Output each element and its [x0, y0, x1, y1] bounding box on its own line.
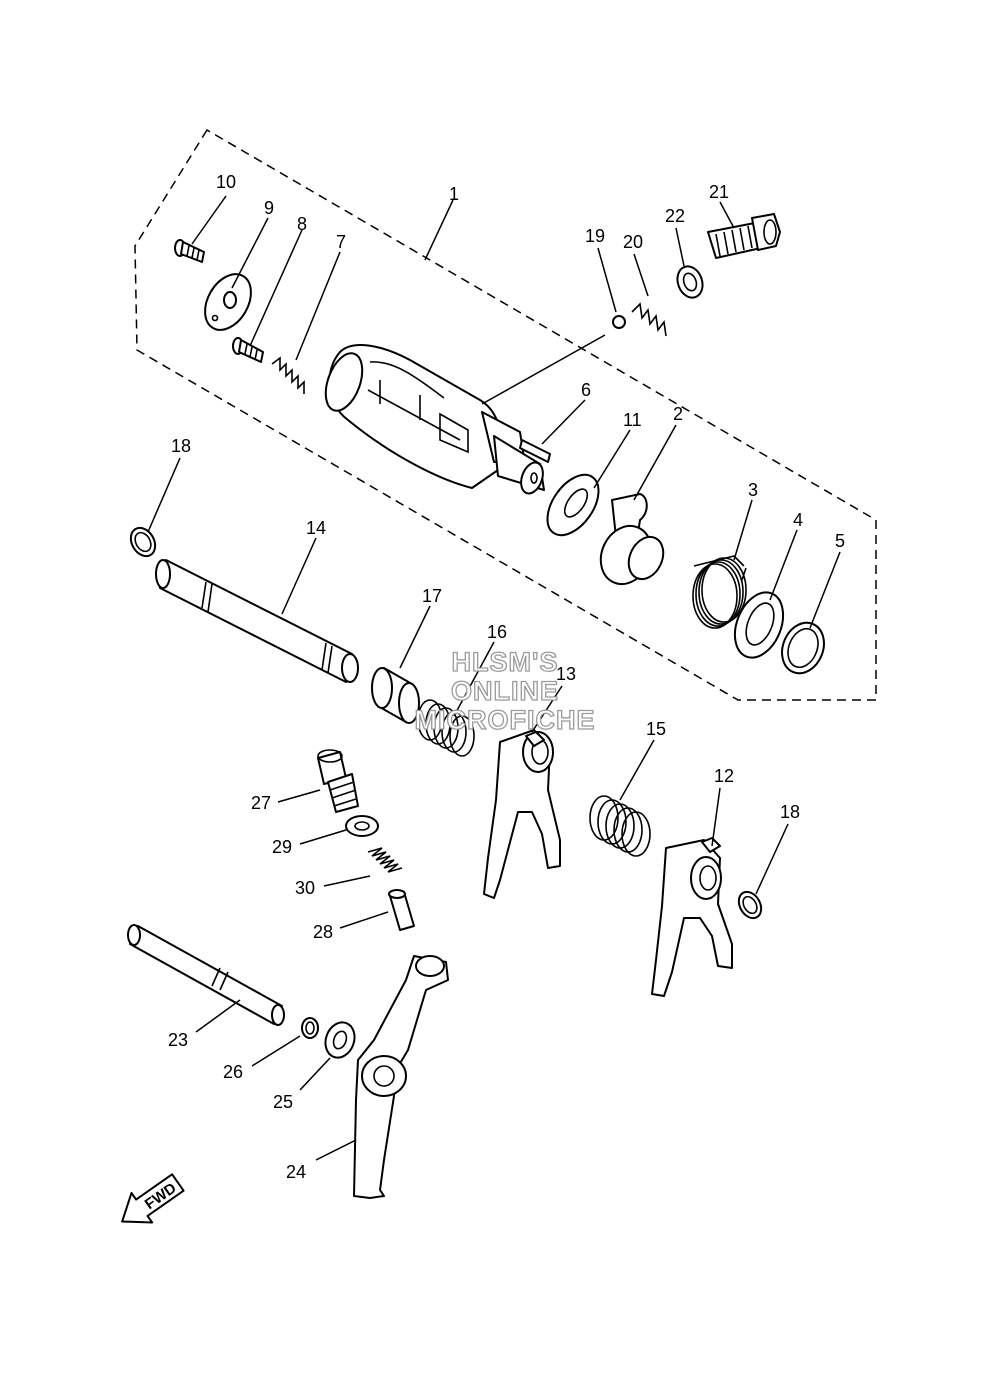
part-8-screw — [232, 337, 264, 363]
part-25-washer — [324, 1021, 356, 1059]
callout-27: 27 — [251, 793, 271, 813]
leader-lines — [147, 195, 841, 1161]
part-28-pin — [388, 889, 415, 931]
part-12-shift-fork — [651, 837, 733, 997]
callout-16: 16 — [487, 622, 507, 642]
callout-1: 1 — [449, 184, 459, 204]
callout-3: 3 — [748, 480, 758, 500]
part-22-washer — [676, 265, 704, 299]
callout-2: 2 — [673, 404, 683, 424]
part-16-spring — [417, 699, 475, 757]
callout-6: 6 — [581, 380, 591, 400]
part-24-shift-fork — [353, 955, 449, 1199]
callout-13: 13 — [556, 664, 576, 684]
part-14-shaft — [155, 559, 359, 683]
callout-15: 15 — [646, 719, 666, 739]
callout-29: 29 — [272, 837, 292, 857]
callout-18-top: 18 — [171, 436, 191, 456]
callout-12: 12 — [714, 766, 734, 786]
part-23-shaft — [127, 924, 285, 1026]
callout-26: 26 — [223, 1062, 243, 1082]
callout-11: 11 — [623, 410, 642, 430]
callout-17: 17 — [422, 586, 442, 606]
callout-28: 28 — [313, 922, 333, 942]
part-17-collar — [371, 667, 420, 724]
part-21-plug-bolt — [707, 213, 781, 259]
part-26-circlip — [301, 1017, 319, 1039]
callout-19: 19 — [585, 226, 605, 246]
part-10-screw — [174, 239, 205, 263]
part-20-spring — [631, 302, 667, 337]
callout-8: 8 — [297, 214, 307, 234]
part-9-plate — [204, 273, 252, 331]
part-3-torsion-spring — [692, 555, 747, 629]
callout-9: 9 — [264, 198, 274, 218]
callout-25: 25 — [273, 1092, 293, 1112]
callout-24: 24 — [286, 1162, 306, 1182]
part-29-washer — [345, 815, 379, 837]
assembly-boundary — [134, 128, 877, 701]
part-2-lever — [599, 493, 665, 586]
part-18-circlip-left — [129, 526, 157, 558]
callout-4: 4 — [793, 510, 803, 530]
callout-10: 10 — [216, 172, 236, 192]
part-27-bolt — [317, 749, 359, 813]
callout-5: 5 — [835, 531, 845, 551]
callout-18-right: 18 — [780, 802, 800, 822]
part-6-pin — [519, 439, 551, 463]
part-15-spring — [589, 795, 651, 857]
callout-21: 21 — [709, 182, 729, 202]
callout-22: 22 — [665, 206, 685, 226]
part-5-circlip — [781, 621, 825, 675]
part-11-washer — [546, 473, 600, 537]
callout-30: 30 — [295, 878, 315, 898]
part-18-circlip-right — [737, 890, 763, 920]
part-7-spring — [271, 356, 305, 394]
part-1-shift-drum — [324, 344, 545, 495]
part-19-ball — [612, 315, 626, 329]
part-30-spring — [367, 847, 403, 873]
callout-20: 20 — [623, 232, 643, 252]
callout-labels: 1 2 3 4 5 6 7 8 9 10 11 12 13 14 15 16 1… — [168, 172, 845, 1182]
arrow-fwd-icon: FWD — [121, 1173, 185, 1224]
part-13-shift-fork — [483, 729, 561, 899]
callout-7: 7 — [336, 232, 346, 252]
callout-23: 23 — [168, 1030, 188, 1050]
callout-14: 14 — [306, 518, 326, 538]
